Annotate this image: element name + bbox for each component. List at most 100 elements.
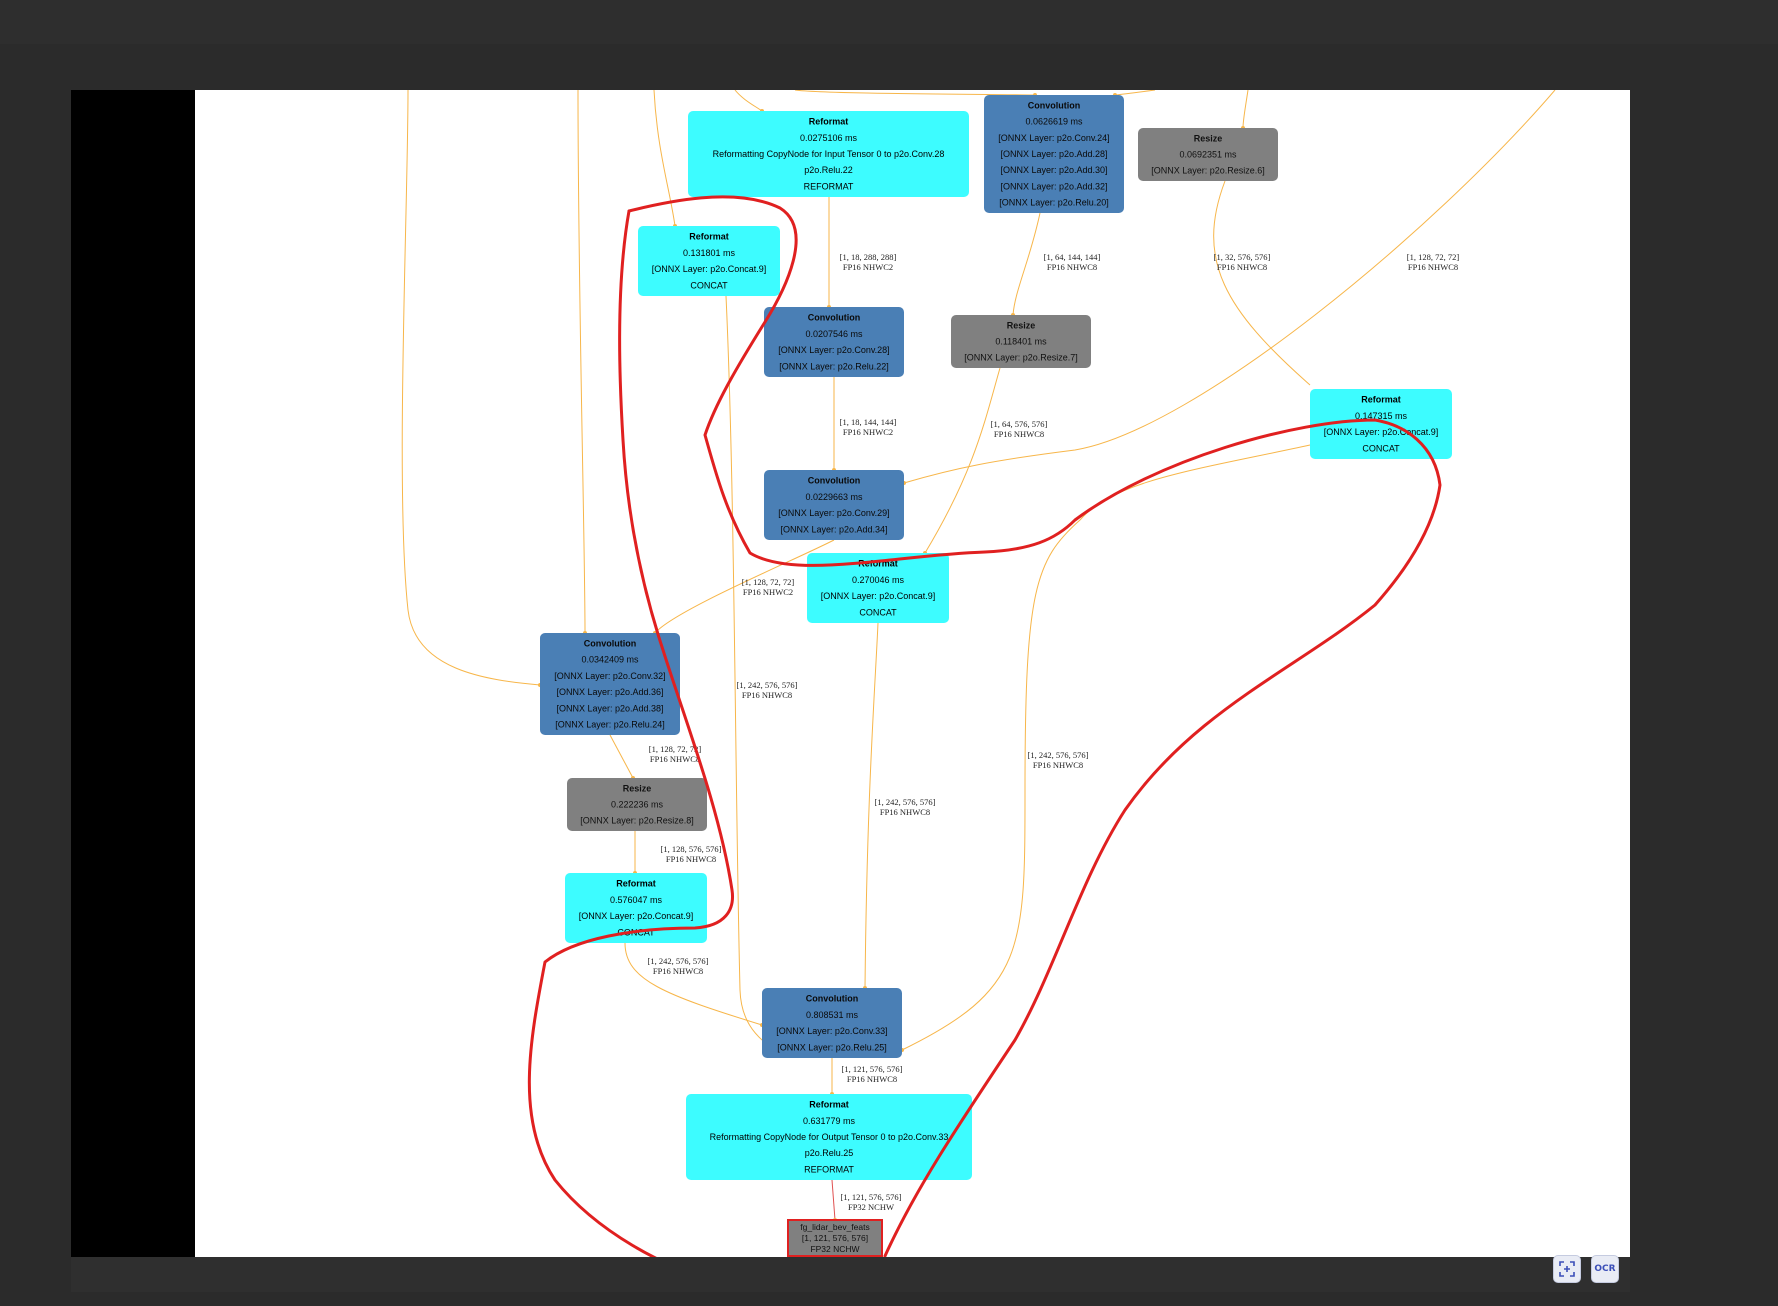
layer-graph: Reformat 0.0275106 ms Reformatting CopyNod… <box>401 90 1556 1257</box>
reformat-node-input-box <box>688 111 969 197</box>
reformat-node-concat-c-line-3: CONCAT <box>859 607 897 617</box>
resize-node-7-box <box>951 315 1091 368</box>
resize-node-8-box <box>567 778 707 831</box>
graph-edge-labels: [1, 18, 288, 288]FP16 NHWC2 [1, 64, 144, … <box>648 252 1460 1212</box>
edge-label-14-line-2: FP16 NHWC8 <box>847 1074 897 1084</box>
convolution-node-24-line-5: [ONNX Layer: p2o.Add.32] <box>1000 181 1107 191</box>
edge-label-8-line-1: [1, 242, 576, 576] <box>737 680 798 690</box>
reformat-node-concat-c-line-1: 0.270046 ms <box>852 575 905 585</box>
edge-15 <box>654 539 835 634</box>
convolution-node-28-line-2: [ONNX Layer: p2o.Conv.28] <box>778 345 889 355</box>
edge-label-5: [1, 18, 144, 144]FP16 NHWC2 <box>840 417 897 437</box>
graph-canvas[interactable]: Reformat 0.0275106 ms Reformatting CopyNod… <box>195 90 1630 1257</box>
reformat-node-input-line-3: p2o.Relu.22 <box>804 165 853 175</box>
reformat-node-concat-b-title: Reformat <box>1361 395 1401 405</box>
reformat-node-concat-d-line-1: 0.576047 ms <box>610 895 663 905</box>
edge-4 <box>734 90 763 112</box>
edge-label-2-line-2: FP16 NHWC8 <box>1047 262 1097 272</box>
convolution-node-29-line-3: [ONNX Layer: p2o.Add.34] <box>780 524 887 534</box>
resize-node-8-line-2: [ONNX Layer: p2o.Resize.8] <box>580 816 694 826</box>
convolution-node-28-line-3: [ONNX Layer: p2o.Relu.22] <box>779 361 889 371</box>
edge-label-2: [1, 64, 144, 144]FP16 NHWC8 <box>1044 252 1101 272</box>
convolution-node-32-line-3: [ONNX Layer: p2o.Add.36] <box>556 687 663 697</box>
edge-label-4-line-1: [1, 128, 72, 72] <box>1407 252 1460 262</box>
reformat-node-output-line-3: p2o.Relu.25 <box>805 1148 854 1158</box>
convolution-node-29[interactable]: Convolution 0.0229663 ms [ONNX Layer: p2o.… <box>764 470 904 540</box>
edge-16 <box>901 444 1311 1051</box>
edge-label-4: [1, 128, 72, 72]FP16 NHWC8 <box>1407 252 1460 272</box>
edge-20 <box>624 942 763 1026</box>
graph-nodes: Reformat 0.0275106 ms Reformatting CopyNod… <box>540 95 1452 1257</box>
edge-7 <box>1242 90 1249 129</box>
convolution-node-24-line-1: 0.0626619 ms <box>1025 117 1083 127</box>
graph-edges <box>401 90 1556 1222</box>
reformat-node-output-line-1: 0.631779 ms <box>803 1116 856 1126</box>
reformat-node-input-line-1: 0.0275106 ms <box>800 133 858 143</box>
edge-1 <box>401 90 541 686</box>
edge-label-1: [1, 18, 288, 288]FP16 NHWC2 <box>840 252 897 272</box>
annotation-loop-left <box>527 209 735 1257</box>
edge-6 <box>1114 90 1156 96</box>
reformat-node-concat-b-box <box>1310 389 1452 459</box>
edge-label-3-line-1: [1, 32, 576, 576] <box>1214 252 1271 262</box>
edge-label-8: [1, 242, 576, 576]FP16 NHWC8 <box>737 680 798 700</box>
convolution-node-24-line-3: [ONNX Layer: p2o.Add.28] <box>1000 149 1107 159</box>
output-tensor-node[interactable]: fg_lidar_bev_feats[1, 121, 576, 576]FP32… <box>787 1219 883 1257</box>
edge-14 <box>725 295 769 1046</box>
scan-icon[interactable] <box>1553 1255 1581 1283</box>
edge-label-15: [1, 121, 576, 576]FP32 NCHW <box>841 1192 902 1212</box>
convolution-node-24-line-6: [ONNX Layer: p2o.Relu.20] <box>999 198 1109 208</box>
reformat-node-concat-b-line-1: 0.147315 ms <box>1355 411 1408 421</box>
reformat-node-input-line-2: Reformatting CopyNode for Input Tensor 0… <box>713 149 945 159</box>
edge-label-11: [1, 242, 576, 576]FP16 NHWC8 <box>875 797 936 817</box>
convolution-node-32-line-1: 0.0342409 ms <box>581 655 639 665</box>
edge-label-6: [1, 64, 576, 576]FP16 NHWC8 <box>991 419 1048 439</box>
convolution-node-28-box <box>764 307 904 377</box>
top-band <box>0 0 1778 44</box>
convolution-node-32-line-5: [ONNX Layer: p2o.Relu.24] <box>555 720 665 730</box>
output-tensor-node-line-3: FP32 NCHW <box>810 1244 859 1254</box>
annotation-loop-right <box>627 195 1442 1257</box>
reformat-node-concat-a-box <box>638 226 780 296</box>
edge-label-13: [1, 242, 576, 576]FP16 NHWC8 <box>648 956 709 976</box>
red-annotation <box>527 195 1442 1257</box>
convolution-node-33-title: Convolution <box>806 994 859 1004</box>
resize-node-7-line-1: 0.118401 ms <box>995 337 1047 347</box>
convolution-node-29-title: Convolution <box>808 476 861 486</box>
edge-label-7-line-1: [1, 128, 72, 72] <box>742 577 795 587</box>
reformat-node-concat-d-line-2: [ONNX Layer: p2o.Concat.9] <box>579 911 694 921</box>
edge-label-6-line-2: FP16 NHWC8 <box>994 429 1044 439</box>
convolution-node-29-line-2: [ONNX Layer: p2o.Conv.29] <box>778 508 889 518</box>
edge-label-6-line-1: [1, 64, 576, 576] <box>991 419 1048 429</box>
ocr-button[interactable]: OCR <box>1591 1255 1619 1283</box>
edge-label-2-line-1: [1, 64, 144, 144] <box>1044 252 1101 262</box>
edge-label-7-line-2: FP16 NHWC2 <box>743 587 793 597</box>
left-margin-strip <box>71 90 195 1257</box>
edge-label-3-line-2: FP16 NHWC8 <box>1217 262 1267 272</box>
edge-label-5-line-1: [1, 18, 144, 144] <box>840 417 897 427</box>
convolution-node-32-line-2: [ONNX Layer: p2o.Conv.32] <box>554 671 665 681</box>
convolution-node-33-box <box>762 988 902 1058</box>
edge-label-4-line-2: FP16 NHWC8 <box>1408 262 1458 272</box>
edge-label-13-line-1: [1, 242, 576, 576] <box>648 956 709 966</box>
convolution-node-29-line-1: 0.0229663 ms <box>805 492 863 502</box>
convolution-node-28-line-1: 0.0207546 ms <box>805 329 863 339</box>
edge-label-11-line-1: [1, 242, 576, 576] <box>875 797 936 807</box>
reformat-node-concat-a-line-1: 0.131801 ms <box>683 248 736 258</box>
edge-label-10-line-1: [1, 128, 72, 72] <box>649 744 702 754</box>
edge-label-8-line-2: FP16 NHWC8 <box>742 690 792 700</box>
edge-label-13-line-2: FP16 NHWC8 <box>653 966 703 976</box>
edge-label-1-line-2: FP16 NHWC2 <box>843 262 893 272</box>
